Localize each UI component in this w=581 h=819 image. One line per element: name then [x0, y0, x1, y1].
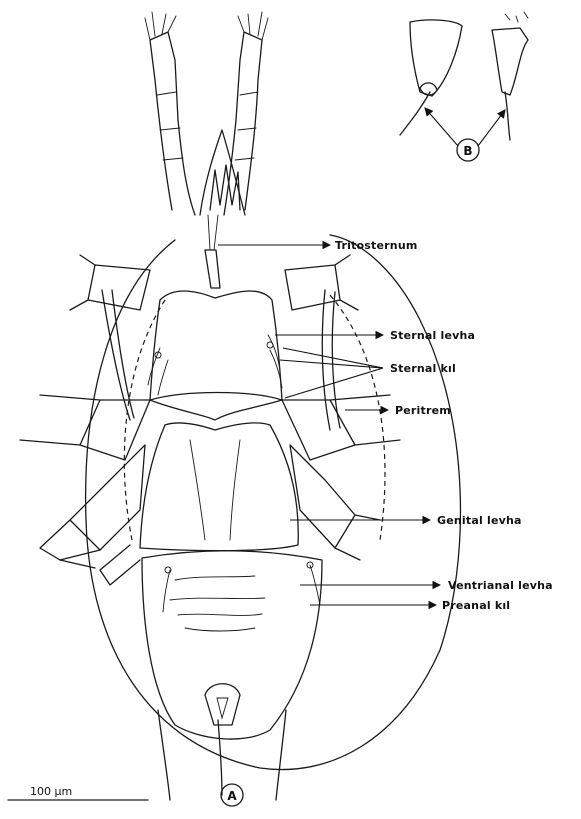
label-sternal-kil: Sternal kıl — [280, 348, 456, 398]
scale-bar-label: 100 µm — [30, 785, 72, 798]
label-preanal-kil-text: Preanal kıl — [442, 599, 510, 612]
body-outline — [86, 235, 461, 770]
legs — [20, 255, 400, 585]
label-preanal-kil: Preanal kıl — [310, 599, 510, 612]
label-tritosternum-text: Tritosternum — [335, 239, 418, 252]
genital-shield — [140, 423, 298, 551]
panel-a: A — [221, 784, 243, 806]
label-peritrem: Peritrem — [345, 404, 451, 417]
setae — [148, 335, 320, 800]
label-ventrianal-levha: Ventrianal levha — [300, 579, 553, 592]
inset-b: B — [400, 12, 528, 161]
label-genital-levha: Genital levha — [290, 514, 522, 527]
scale-bar: 100 µm — [8, 785, 148, 800]
panel-label-b: B — [463, 144, 472, 158]
label-sternal-levha-text: Sternal levha — [390, 329, 475, 342]
label-tritosternum: Tritosternum — [218, 239, 418, 252]
panel-label-a: A — [227, 789, 237, 803]
label-ventrianal-levha-text: Ventrianal levha — [448, 579, 553, 592]
sternal-shield — [150, 291, 282, 420]
label-sternal-levha: Sternal levha — [275, 329, 475, 342]
tritosternum-structure — [205, 215, 220, 288]
gnathosoma — [145, 12, 268, 215]
label-sternal-kil-text: Sternal kıl — [390, 362, 456, 375]
label-peritrem-text: Peritrem — [395, 404, 451, 417]
label-genital-levha-text: Genital levha — [437, 514, 522, 527]
ventrianal-shield — [142, 551, 322, 739]
